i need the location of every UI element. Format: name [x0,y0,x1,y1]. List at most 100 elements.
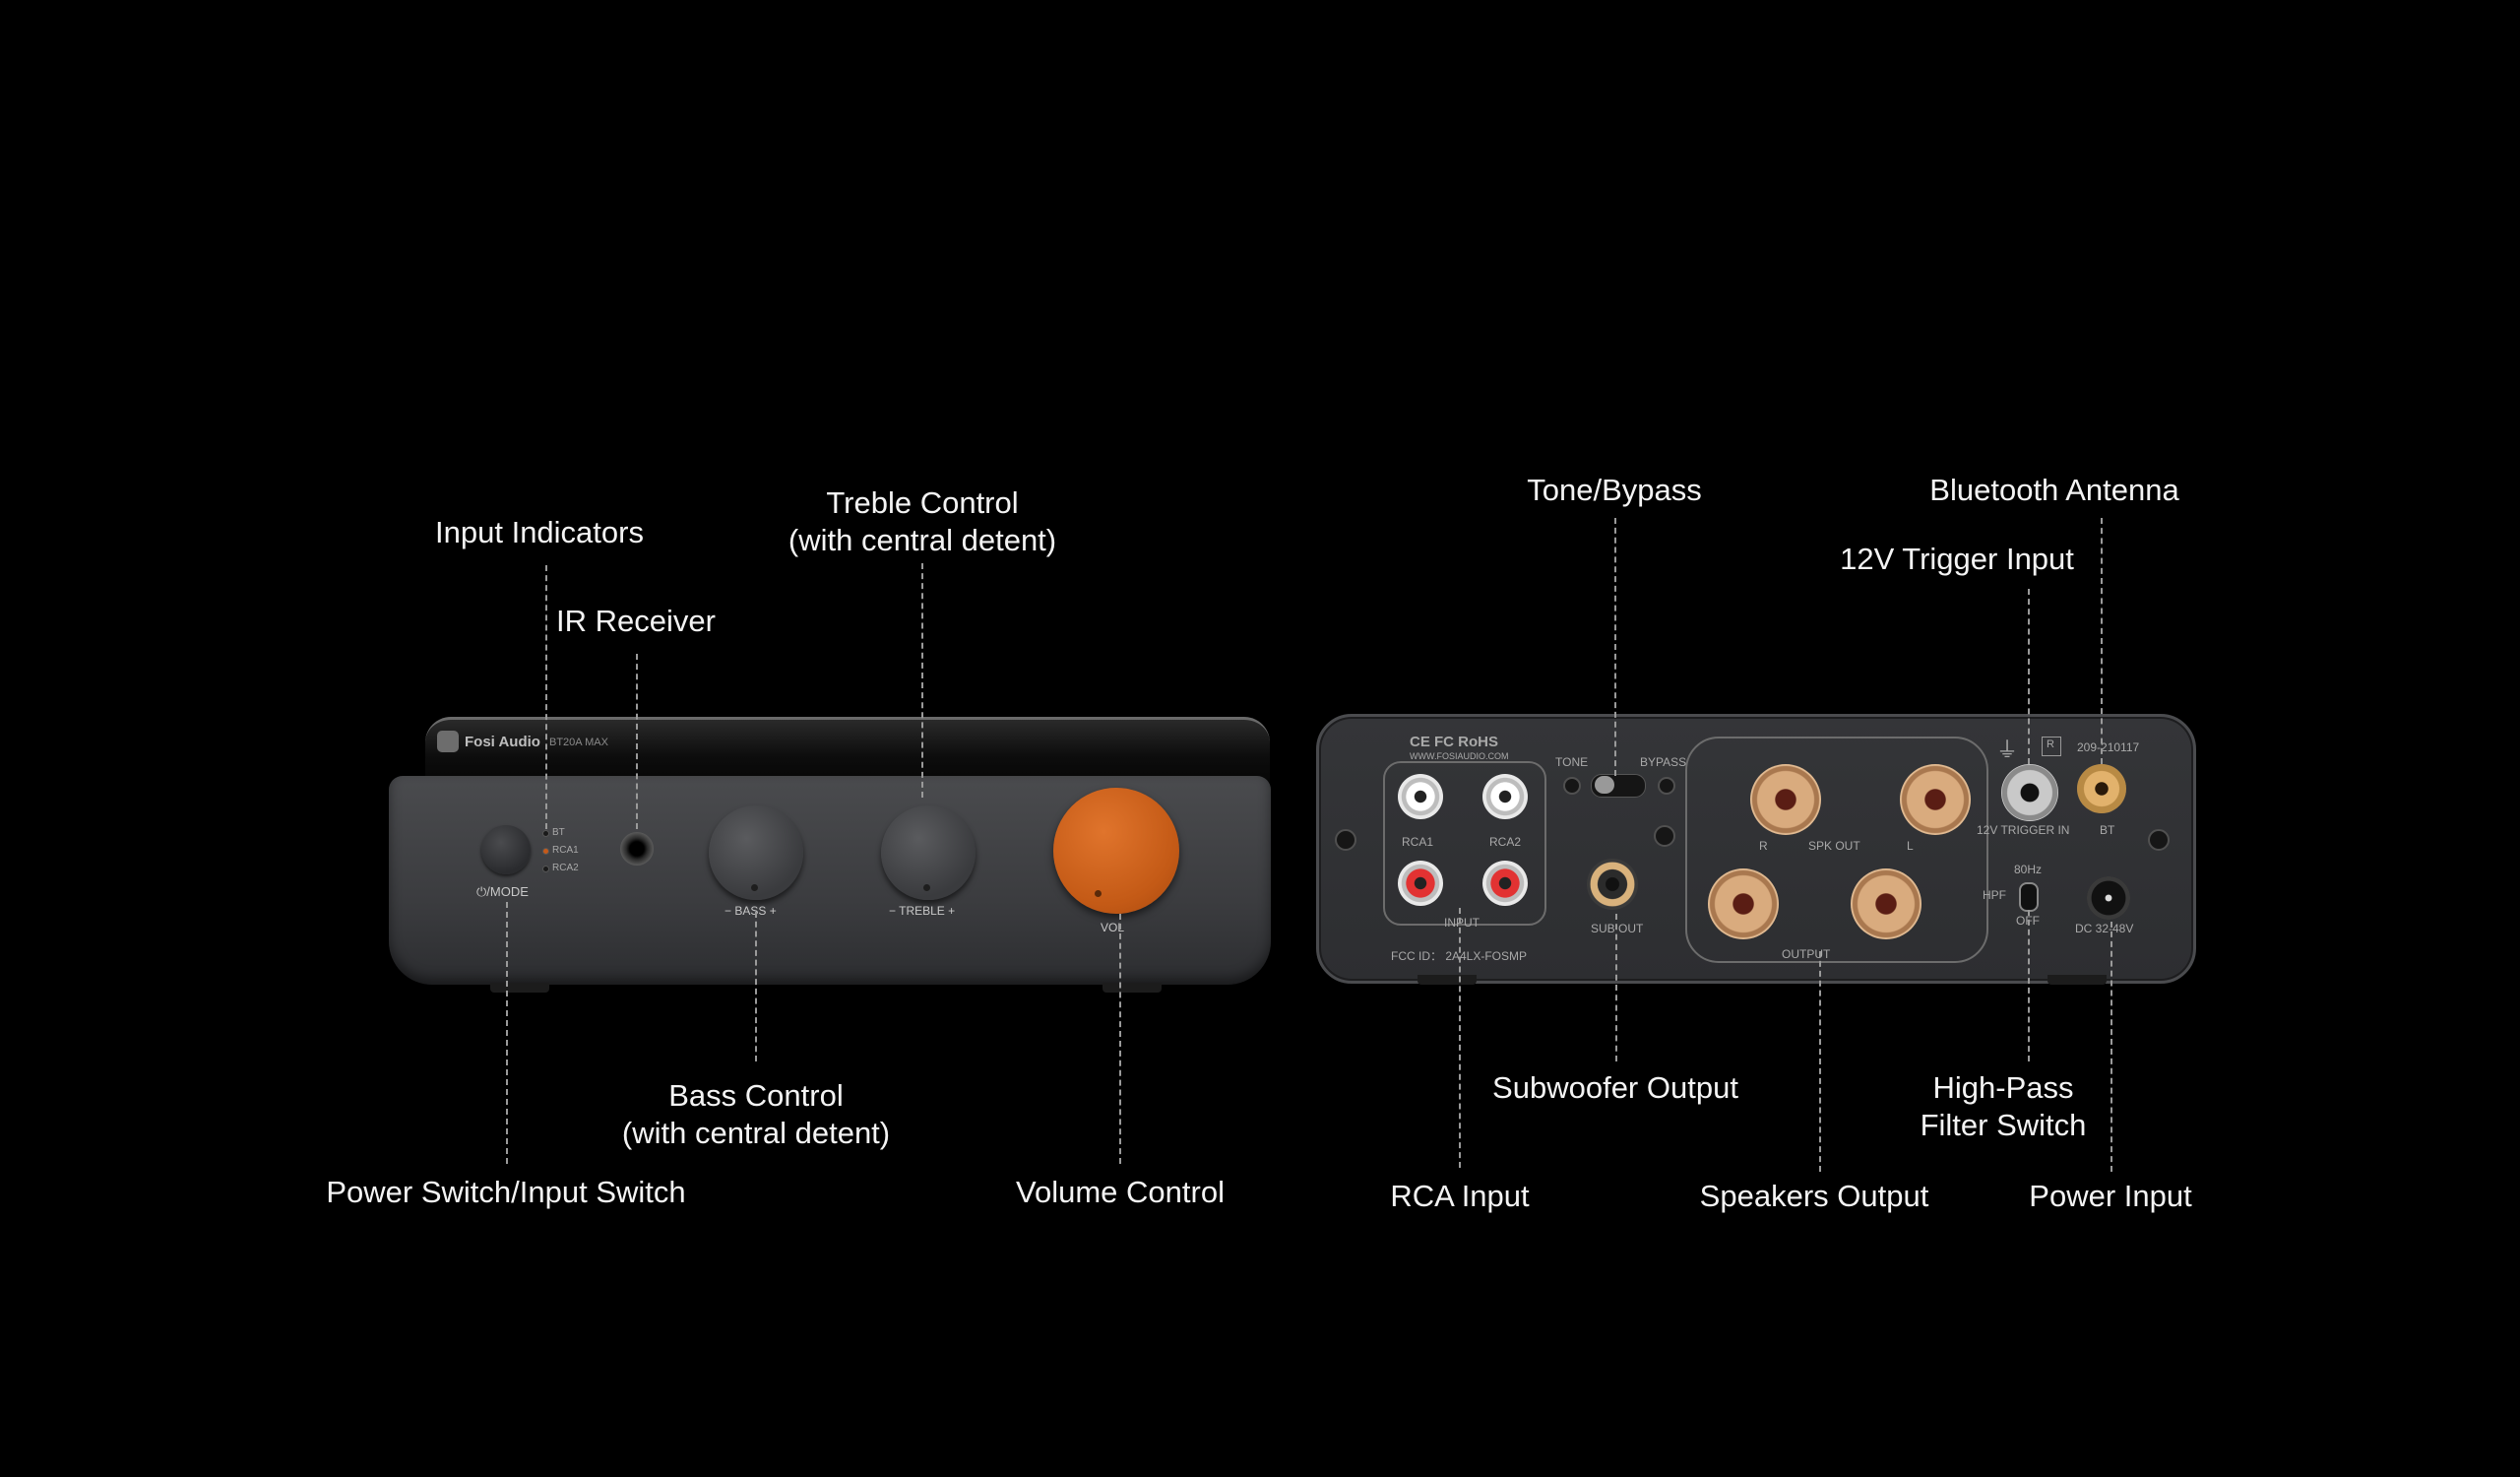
callout-treble-control: Treble Control (with central detent) [788,484,1056,559]
speaker-l-lower-terminal[interactable] [1851,868,1922,939]
treble-knob[interactable] [881,805,976,900]
leader-input-indicators [545,565,547,829]
callout-volume-control: Volume Control [1016,1175,1225,1209]
rca1-white-jack[interactable] [1398,774,1443,819]
leader-power-input [2110,922,2112,1172]
power-mode-button[interactable] [481,825,531,874]
callout-bluetooth-antenna: Bluetooth Antenna [1929,473,2179,507]
leader-power-switch [506,902,508,1164]
callout-trigger-input: 12V Trigger Input [1840,542,2074,576]
tone-screw-left [1563,777,1581,795]
leader-tone-bypass [1614,518,1616,776]
led-label-bt: BT [552,827,565,838]
callout-treble-line2: (with central detent) [788,523,1057,557]
front-foot-left [490,983,549,993]
tone-label: TONE [1555,755,1589,769]
leader-speakers-output [1819,951,1821,1172]
callout-bass-line1: Bass Control [668,1078,844,1113]
hpf-label: HPF [1983,888,2006,902]
rear-screw-right [2148,829,2170,851]
led-bt [542,830,549,837]
rca2-label: RCA2 [1489,835,1522,849]
tone-screw-right [1658,777,1675,795]
cert-id: 209-210117 [2077,740,2140,754]
rear-panel [1316,714,2196,984]
rca-input-group-outline [1383,761,1546,926]
treble-knob-indicator [923,884,930,891]
rca1-label: RCA1 [1402,835,1434,849]
leader-treble-control [921,563,923,798]
callout-power-switch: Power Switch/Input Switch [326,1175,686,1209]
cert-r-box: R [2042,737,2061,756]
led-label-rca1: RCA1 [552,845,579,856]
callout-bass-control: Bass Control (with central detent) [622,1077,890,1152]
cert-marks: CE FC RoHS [1410,734,1498,750]
spk-out-label: SPK OUT [1808,839,1860,853]
ir-receiver-window [620,832,654,866]
rear-foot-right [2048,975,2107,985]
callout-tone-bypass: Tone/Bypass [1527,473,1702,507]
treble-label: − TREBLE + [889,904,956,918]
callout-high-pass: High-Pass Filter Switch [1921,1069,2087,1144]
callout-power-input: Power Input [2029,1179,2192,1213]
input-label: INPUT [1444,916,1480,930]
speaker-r-lower-terminal[interactable] [1708,868,1779,939]
bypass-label: BYPASS [1640,755,1687,769]
sub-screw [1654,825,1675,847]
sub-out-jack[interactable] [1587,859,1638,910]
rear-foot-left [1418,975,1477,985]
leader-ir-receiver [636,654,638,829]
callout-subwoofer-output: Subwoofer Output [1492,1070,1738,1105]
rca1-red-jack[interactable] [1398,861,1443,906]
tone-bypass-switch-knob [1595,776,1614,794]
rca2-red-jack[interactable] [1482,861,1528,906]
callout-treble-line1: Treble Control [826,485,1019,520]
callout-high-pass-line2: Filter Switch [1920,1108,2087,1142]
callout-ir-receiver: IR Receiver [556,604,716,638]
volume-label: VOL [1101,921,1125,934]
speaker-output-group-outline [1685,737,1988,963]
speaker-l-label: L [1907,839,1914,853]
front-foot-right [1102,983,1162,993]
bass-label: − BASS + [724,904,777,918]
leader-trigger-input [2028,589,2030,764]
dc-label: DC 32-48V [2075,922,2134,935]
rear-screw-left [1335,829,1356,851]
brand-name: Fosi Audio [465,734,540,750]
bass-knob-indicator [751,884,758,891]
dc-power-jack[interactable] [2087,876,2130,920]
trigger-input-jack[interactable] [2001,764,2058,821]
hpf-80hz-label: 80Hz [2014,863,2043,876]
bt-antenna-connector[interactable] [2077,764,2126,813]
trigger-label: 12V TRIGGER IN [1977,823,2070,837]
led-rca1 [542,848,549,855]
mode-label: ⏻/MODE [476,884,529,899]
speaker-r-label: R [1759,839,1768,853]
ground-symbol-icon: ⏚ [1996,738,2019,762]
speaker-l-upper-terminal[interactable] [1900,764,1971,835]
bass-knob[interactable] [709,805,803,900]
volume-knob[interactable] [1053,788,1179,914]
front-top-cover [425,717,1270,787]
leader-bass-control [755,912,757,1061]
rca2-white-jack[interactable] [1482,774,1528,819]
hpf-switch[interactable] [2019,882,2039,912]
callout-rca-input: RCA Input [1390,1179,1530,1213]
tone-bypass-switch[interactable] [1591,774,1646,798]
callout-bass-line2: (with central detent) [621,1116,891,1150]
led-label-rca2: RCA2 [552,863,579,873]
led-rca2 [542,866,549,872]
model-name: BT20A MAX [549,737,608,748]
leader-bluetooth-antenna [2101,518,2103,764]
callout-high-pass-line1: High-Pass [1932,1070,2074,1105]
fosi-logo-icon [437,731,459,752]
bt-label: BT [2100,823,2115,837]
cert-r-text: R [2047,738,2054,750]
output-label: OUTPUT [1782,947,1831,961]
callout-input-indicators: Input Indicators [435,515,644,549]
leader-high-pass [2028,910,2030,1061]
leader-volume-control [1119,914,1121,1164]
leader-rca-input [1459,908,1461,1168]
speaker-r-upper-terminal[interactable] [1750,764,1821,835]
website-text: WWW.FOSIAUDIO.COM [1410,751,1509,761]
